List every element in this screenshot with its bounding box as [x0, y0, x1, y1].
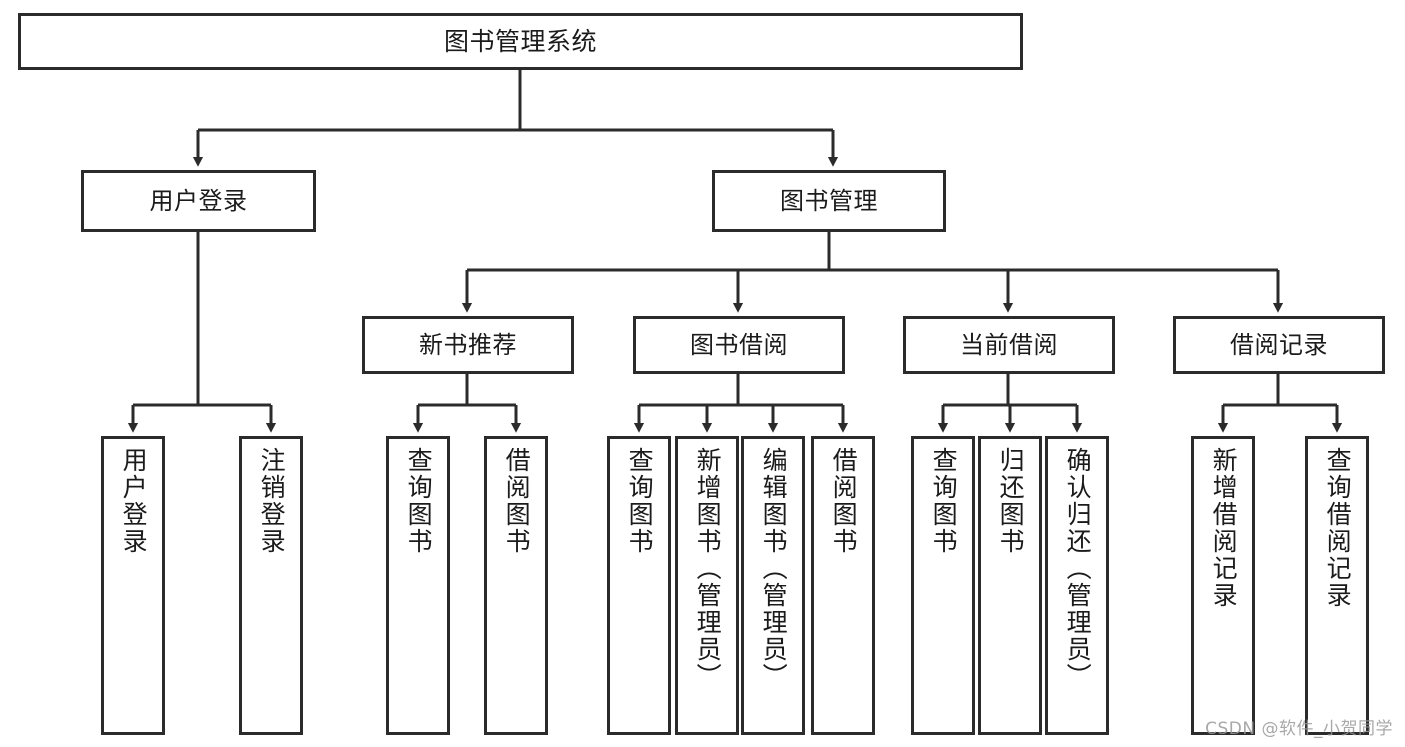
node-book-manage-label: 图书管理 — [780, 186, 878, 215]
node-leaf-user-login-label: 用户登录 — [119, 447, 149, 555]
node-book-borrow[interactable]: 图书借阅 — [633, 316, 845, 374]
node-root[interactable]: 图书管理系统 — [18, 13, 1023, 70]
node-leaf-confirm-return-label: 确认归还（管理员） — [1063, 447, 1093, 690]
node-current-borrow[interactable]: 当前借阅 — [903, 316, 1115, 374]
node-leaf-query-book-3-label: 查询图书 — [929, 447, 959, 555]
node-leaf-query-book-2-label: 查询图书 — [625, 447, 655, 555]
node-borrow-record[interactable]: 借阅记录 — [1173, 316, 1385, 374]
node-leaf-query-book-2[interactable]: 查询图书 — [607, 436, 671, 735]
node-leaf-borrow-book-2-label: 借阅图书 — [829, 447, 859, 555]
node-book-manage[interactable]: 图书管理 — [712, 170, 946, 232]
node-new-book-recommend-label: 新书推荐 — [419, 330, 517, 359]
node-user-login[interactable]: 用户登录 — [81, 170, 316, 232]
node-leaf-query-record[interactable]: 查询借阅记录 — [1305, 436, 1369, 735]
node-leaf-logout-login[interactable]: 注销登录 — [239, 436, 303, 735]
node-leaf-query-book-3[interactable]: 查询图书 — [911, 436, 975, 735]
node-root-label: 图书管理系统 — [443, 26, 597, 56]
node-new-book-recommend[interactable]: 新书推荐 — [362, 316, 574, 374]
node-book-borrow-label: 图书借阅 — [690, 330, 788, 359]
node-user-login-label: 用户登录 — [149, 186, 248, 215]
node-borrow-record-label: 借阅记录 — [1230, 330, 1328, 359]
node-leaf-return-book-label: 归还图书 — [996, 447, 1026, 555]
node-current-borrow-label: 当前借阅 — [960, 330, 1058, 359]
node-leaf-query-record-label: 查询借阅记录 — [1323, 447, 1353, 609]
node-leaf-logout-login-label: 注销登录 — [257, 447, 287, 555]
node-leaf-user-login[interactable]: 用户登录 — [101, 436, 165, 735]
node-leaf-add-book[interactable]: 新增图书（管理员） — [675, 436, 739, 735]
node-leaf-confirm-return[interactable]: 确认归还（管理员） — [1045, 436, 1109, 735]
node-leaf-borrow-book-1[interactable]: 借阅图书 — [484, 436, 548, 735]
node-leaf-add-book-label: 新增图书（管理员） — [693, 447, 723, 690]
csdn-watermark: CSDN @软件_小贺同学 — [1205, 719, 1393, 739]
node-leaf-return-book[interactable]: 归还图书 — [978, 436, 1042, 735]
node-leaf-edit-book-label: 编辑图书（管理员） — [759, 447, 789, 690]
node-leaf-query-book-1-label: 查询图书 — [404, 447, 434, 555]
node-leaf-add-record[interactable]: 新增借阅记录 — [1191, 436, 1255, 735]
node-leaf-borrow-book-1-label: 借阅图书 — [502, 447, 532, 555]
node-leaf-borrow-book-2[interactable]: 借阅图书 — [811, 436, 875, 735]
node-leaf-query-book-1[interactable]: 查询图书 — [386, 436, 450, 735]
node-leaf-edit-book[interactable]: 编辑图书（管理员） — [741, 436, 805, 735]
node-leaf-add-record-label: 新增借阅记录 — [1209, 447, 1239, 609]
